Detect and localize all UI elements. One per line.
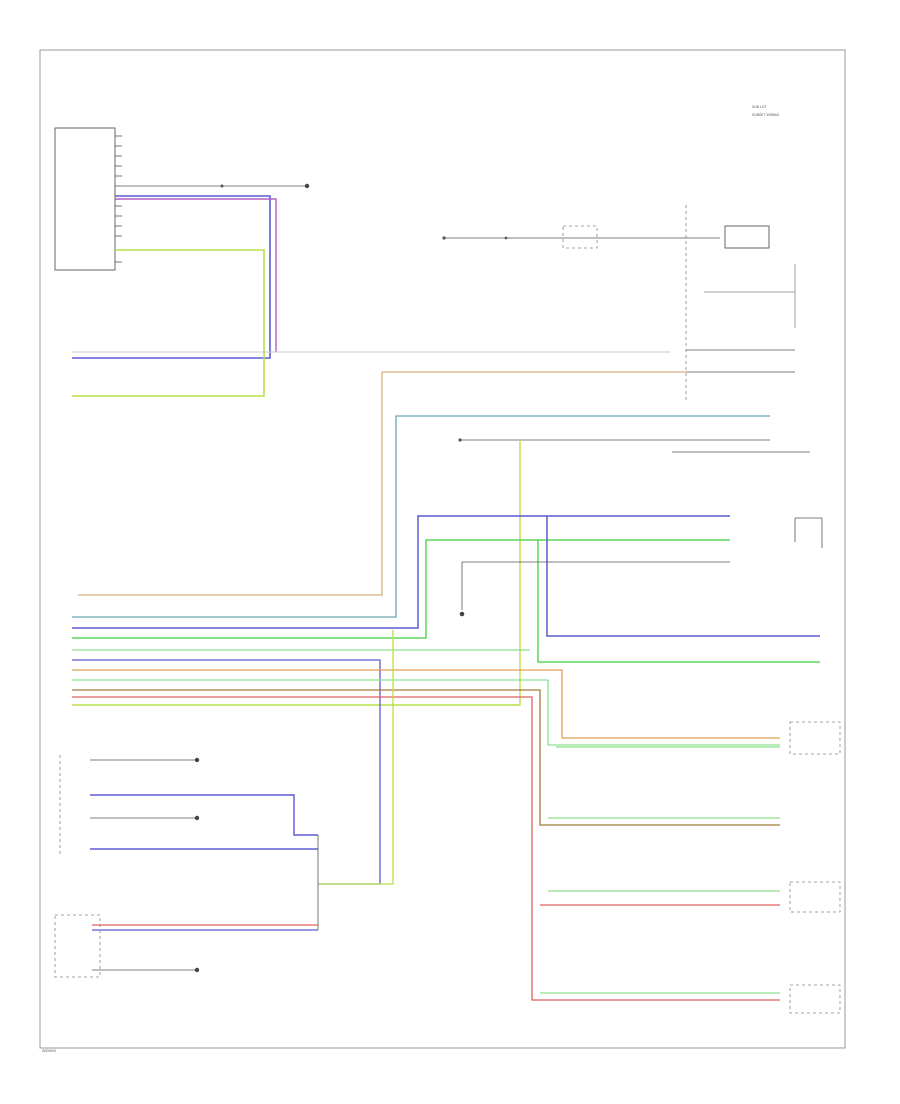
wire-light-green-2	[72, 679, 780, 746]
relay-box	[562, 225, 598, 249]
right-component-2	[789, 881, 841, 913]
top-right-component-box	[724, 225, 770, 249]
wire-blue-2	[72, 515, 730, 629]
wire-green-2	[537, 540, 820, 663]
splice-dot	[458, 438, 462, 442]
splice-dot	[504, 236, 508, 240]
wire-blue	[72, 195, 271, 359]
wire-tan	[78, 371, 686, 596]
ground-point-icon	[194, 815, 200, 821]
control-module-box	[54, 127, 116, 271]
switch-contact	[794, 517, 823, 548]
wire-teal	[72, 415, 770, 618]
legend-line-1: SUB LOT	[752, 105, 767, 109]
wire-yellow-green	[72, 249, 265, 397]
switch-block-box	[54, 914, 101, 978]
ground-point-icon	[304, 183, 310, 189]
legend-line-2: SUBSET WIRING	[752, 113, 780, 117]
right-component-3	[789, 984, 841, 1014]
wire-blue-3	[546, 516, 820, 637]
wire-blue-4	[72, 659, 381, 885]
wire-orange	[72, 669, 780, 739]
ground-point-icon	[194, 967, 200, 973]
diagram-frame	[39, 49, 846, 1049]
ground-point-icon	[194, 757, 200, 763]
wire-yellow-green-3	[318, 630, 394, 885]
splice-dot	[220, 184, 224, 188]
wire-red	[72, 696, 780, 1001]
ground-point-icon	[459, 611, 465, 617]
module-pin-ticks	[115, 135, 122, 263]
wire-bl-blue	[90, 794, 318, 836]
wire-green	[72, 539, 730, 639]
footer-code: WD000	[42, 1048, 57, 1053]
wire-yellow-green-2	[72, 440, 521, 706]
right-component-1	[789, 721, 841, 755]
splice-dot	[442, 236, 446, 240]
wire-brown	[72, 689, 780, 826]
wire-violet	[115, 198, 277, 352]
